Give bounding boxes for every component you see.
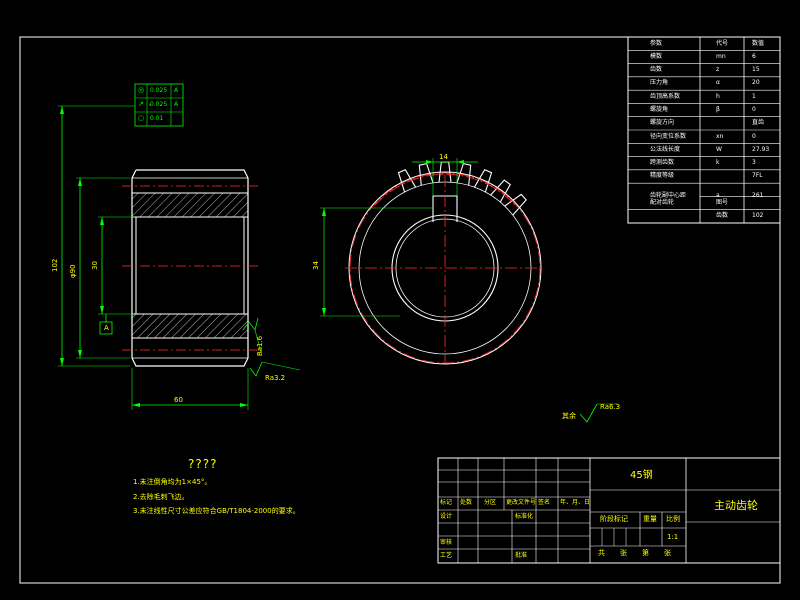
gear-section-view — [58, 104, 301, 410]
weight-label: 重量 — [643, 515, 657, 523]
param-header-cell: 数值 — [752, 39, 765, 47]
roughness-ra32: Ra3.2 — [265, 374, 286, 382]
param-cell: W — [716, 145, 722, 153]
review-label: 审核 — [440, 539, 453, 546]
part-name: 主动齿轮 — [714, 499, 758, 512]
dim-keyway-width: 14 — [439, 153, 448, 161]
param-cell: β — [716, 105, 720, 113]
gear-front-view — [320, 158, 618, 423]
param-cell: 6 — [752, 52, 756, 60]
param-cell: 1 — [752, 92, 756, 100]
notes-title: ???? — [188, 457, 218, 471]
drawing-frame — [19, 36, 781, 584]
param-cell: 跨测齿数 — [650, 159, 675, 167]
param-cell: 直齿 — [752, 119, 765, 127]
scale-label: 比例 — [666, 515, 680, 523]
material-label: 45钢 — [630, 470, 653, 481]
mark-row-cell: 签名 — [538, 499, 551, 506]
tol-value-3: 0.01 — [150, 115, 164, 122]
roughness-rest-prefix: 其余 — [562, 412, 576, 420]
param-cell: h — [716, 92, 720, 100]
mark-row-cell: 标记 — [440, 499, 453, 506]
tol-symbol-1: ◎ — [138, 86, 145, 94]
title-block — [437, 457, 781, 564]
param-cell: 齿数 — [650, 66, 663, 74]
dim-outer-diameter: 102 — [51, 258, 59, 272]
mark-row-cell: 分区 — [484, 499, 497, 506]
dim-keyway-depth: 34 — [312, 261, 320, 270]
param-cell: 15 — [752, 66, 760, 74]
tol-datum-2: A — [174, 101, 179, 108]
param-cell: 7FL — [752, 172, 763, 180]
param-cell: 3 — [752, 159, 756, 167]
param-cell: z — [716, 66, 720, 74]
approve-label: 批准 — [515, 552, 528, 559]
param-cell: 261 — [752, 192, 764, 200]
mark-row-cell: 处数 — [460, 499, 473, 506]
param-cell: α — [716, 79, 720, 87]
mark-row-cell: 更改文件号 — [506, 499, 537, 506]
stage-mark-label: 阶段标记 — [600, 515, 628, 523]
roughness-rest: Ra6.3 — [600, 403, 621, 411]
param-cell: 102 — [752, 212, 764, 220]
standardize-label: 标准化 — [515, 513, 534, 520]
param-cell: mn — [716, 52, 726, 60]
dim-pitch-diameter: φ90 — [69, 264, 77, 278]
param-header-cell: 参数 — [650, 39, 663, 47]
param-cell: k — [716, 159, 720, 167]
param-cell: 27.93 — [752, 145, 770, 153]
param-cell: 齿顶高系数 — [650, 92, 681, 100]
dim-bore-diameter: 30 — [91, 261, 99, 270]
tol-symbol-2: ↗ — [138, 100, 144, 108]
param-cell: 模数 — [650, 52, 663, 60]
parameter-table — [627, 36, 781, 224]
param-header-cell: 代号 — [716, 39, 729, 47]
param-cell: 公法线长度 — [650, 145, 681, 153]
param-cell: 配对齿轮 — [650, 198, 675, 206]
geometric-tolerance-frame — [134, 83, 184, 127]
param-cell: 齿轮副中心距 — [650, 192, 687, 200]
param-cell: 图号 — [716, 198, 729, 206]
param-cell: 20 — [752, 79, 760, 87]
param-cell: 螺旋角 — [650, 105, 669, 113]
note-item-1: 1.未注倒角均为1×45°。 — [133, 478, 212, 486]
param-cell: 径向变位系数 — [650, 132, 687, 140]
mark-row-cell: 年、月、日 — [560, 499, 591, 506]
sheets-label: 共 张 第 张 — [598, 549, 675, 557]
param-cell: xn — [716, 132, 724, 140]
param-cell: 精度等级 — [650, 172, 675, 180]
param-cell: 0 — [752, 132, 756, 140]
param-cell: a — [716, 192, 720, 200]
design-label: 设计 — [440, 513, 453, 520]
note-item-3: 3.未注线性尺寸公差应符合GB/T1804-2000的要求。 — [133, 507, 300, 515]
process-label: 工艺 — [440, 552, 453, 559]
tol-value-2: 0.025 — [150, 101, 168, 108]
tol-value-1: 0.025 — [150, 87, 168, 94]
param-cell: 压力角 — [650, 79, 669, 87]
tol-datum-1: A — [174, 87, 179, 94]
note-item-2: 2.去除毛刺飞边。 — [133, 493, 189, 501]
roughness-ra16: Ra1.6 — [256, 335, 264, 356]
dim-width: 60 — [174, 396, 183, 404]
scale-value: 1:1 — [667, 533, 679, 541]
tol-symbol-3: ○ — [138, 114, 145, 122]
datum-label: A — [104, 324, 109, 332]
param-cell: 螺旋方向 — [650, 119, 675, 127]
param-cell: 0 — [752, 105, 756, 113]
param-cell: 齿数 — [716, 212, 729, 220]
